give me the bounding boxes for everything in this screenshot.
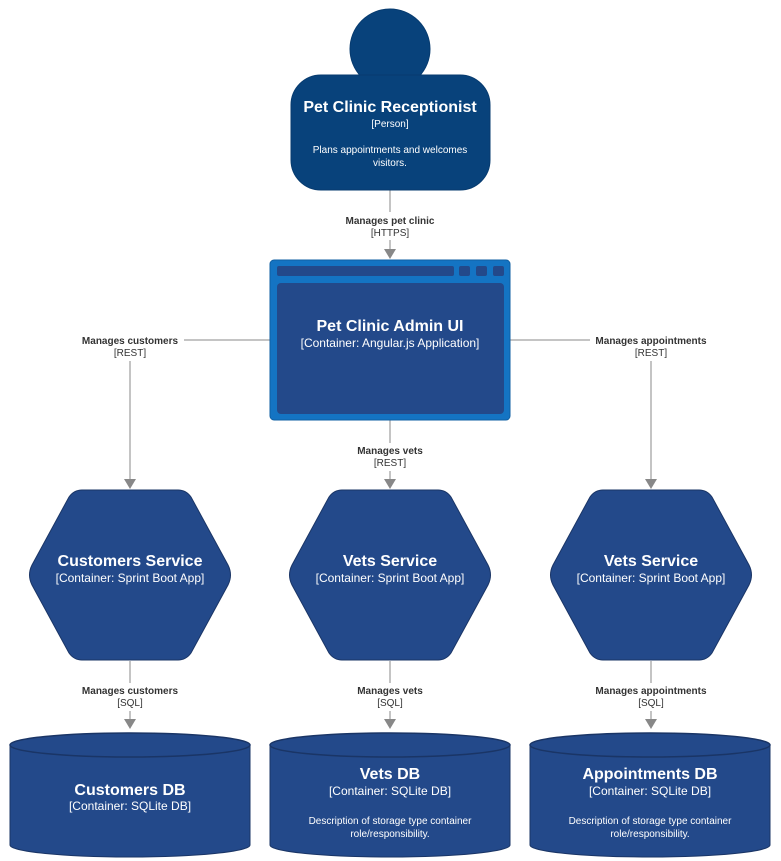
browser-maximize-icon	[476, 266, 487, 276]
label-bg	[590, 333, 712, 361]
appointments-db-title: Appointments DB	[582, 766, 717, 783]
admin-ui-type: [Container: Angular.js Application]	[301, 336, 480, 350]
person-type: [Person]	[371, 119, 408, 130]
person-body	[290, 74, 491, 191]
cylinder-top	[269, 732, 511, 758]
appointments-db-description-line-2: role/responsibility.	[610, 829, 689, 840]
label-bg	[350, 443, 430, 471]
cylinder-body	[529, 744, 771, 858]
browser-address-bar	[277, 266, 454, 276]
customers-service-type: [Container: Sprint Boot App]	[56, 571, 205, 585]
customers-service-title: Customers Service	[58, 553, 203, 570]
vets-service-title: Vets Service	[343, 553, 437, 570]
label-bg	[330, 212, 450, 240]
relation-label-ui-customers: Manages customers	[82, 336, 179, 347]
connector-admin-ui-to-customers-service	[124, 339, 271, 489]
label-bg	[350, 683, 430, 711]
hexagon-shape	[289, 489, 491, 661]
browser-close-icon	[493, 266, 504, 276]
appointments-service-title: Vets Service	[604, 553, 698, 570]
person-description-line-2: visitors.	[373, 158, 407, 169]
cylinder-body	[269, 744, 511, 858]
relation-label-customers-db: Manages customers	[82, 686, 179, 697]
label-bg	[78, 333, 184, 361]
hexagon-shape	[550, 489, 752, 661]
cylinder-body	[9, 744, 251, 858]
vets-db-type: [Container: SQLite DB]	[329, 784, 451, 798]
admin-ui-title: Pet Clinic Admin UI	[317, 318, 464, 335]
container-appointments-service[interactable]: Vets Service [Container: Sprint Boot App…	[550, 489, 752, 661]
container-customers-service[interactable]: Customers Service [Container: Sprint Boo…	[29, 489, 231, 661]
vets-db-description-line-1: Description of storage type container	[309, 816, 473, 827]
browser-minimize-icon	[459, 266, 470, 276]
customers-db-type: [Container: SQLite DB]	[69, 799, 191, 813]
relation-tech-person-ui: [HTTPS]	[371, 228, 410, 239]
relation-label-person-ui: Manages pet clinic	[346, 216, 435, 227]
vets-db-title: Vets DB	[360, 766, 420, 783]
person-title: Pet Clinic Receptionist	[303, 99, 477, 116]
cylinder-top	[9, 732, 251, 758]
container-vets-db[interactable]: Vets DB [Container: SQLite DB] Descripti…	[269, 732, 511, 858]
relation-tech-appointments-db: [SQL]	[638, 698, 664, 709]
relation-tech-vets-db: [SQL]	[377, 698, 403, 709]
appointments-service-type: [Container: Sprint Boot App]	[577, 571, 726, 585]
relation-label-vets-db: Manages vets	[357, 686, 423, 697]
connector-admin-ui-to-appointments-service	[509, 339, 657, 489]
relation-label-appointments-db: Manages appointments	[595, 686, 707, 697]
vets-db-description-line-2: role/responsibility.	[350, 829, 429, 840]
appointments-db-type: [Container: SQLite DB]	[589, 784, 711, 798]
cylinder-top	[529, 732, 771, 758]
container-vets-service[interactable]: Vets Service [Container: Sprint Boot App…	[289, 489, 491, 661]
appointments-db-description-line-1: Description of storage type container	[569, 816, 733, 827]
label-bg	[590, 683, 712, 711]
person-description-line-1: Plans appointments and welcomes	[313, 145, 468, 156]
hexagon-shape	[29, 489, 231, 661]
relation-tech-ui-appointments: [REST]	[635, 348, 667, 359]
container-customers-db[interactable]: Customers DB [Container: SQLite DB]	[9, 732, 251, 858]
relation-tech-ui-customers: [REST]	[114, 348, 146, 359]
label-bg	[78, 683, 184, 711]
relation-tech-ui-vets: [REST]	[374, 458, 406, 469]
container-admin-ui[interactable]: Pet Clinic Admin UI [Container: Angular.…	[269, 259, 511, 421]
relation-tech-customers-db: [SQL]	[117, 698, 143, 709]
container-appointments-db[interactable]: Appointments DB [Container: SQLite DB] D…	[529, 732, 771, 858]
person-pet-clinic-receptionist[interactable]: Pet Clinic Receptionist [Person] Plans a…	[290, 8, 491, 191]
vets-service-type: [Container: Sprint Boot App]	[316, 571, 465, 585]
relation-label-ui-vets: Manages vets	[357, 446, 423, 457]
browser-content-area	[277, 283, 504, 414]
relation-label-ui-appointments: Manages appointments	[595, 336, 707, 347]
relation-labels: Manages pet clinic [HTTPS] Manages custo…	[78, 212, 712, 711]
customers-db-title: Customers DB	[74, 782, 185, 799]
